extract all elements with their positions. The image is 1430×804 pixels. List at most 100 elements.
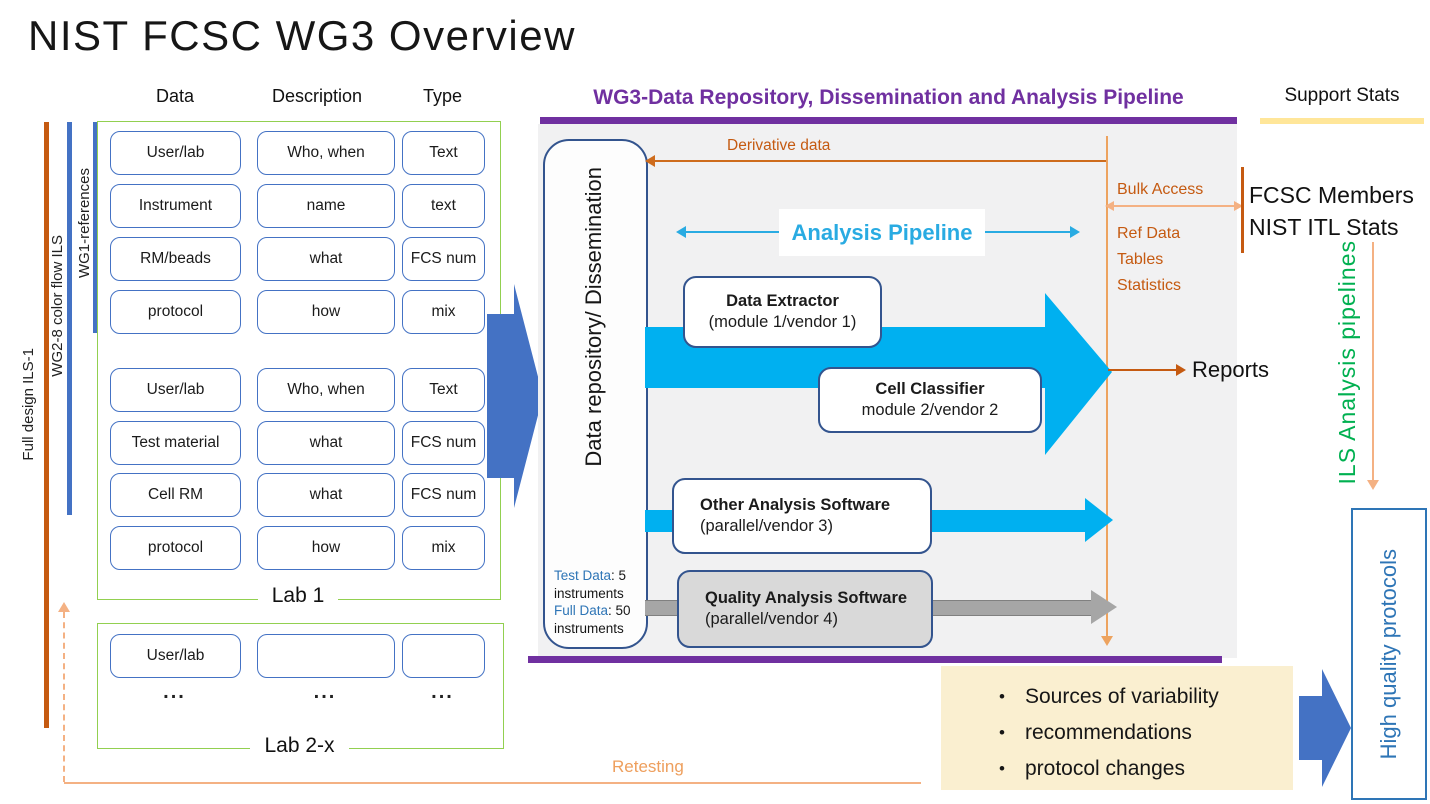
- bullet-icon: •: [999, 759, 1005, 778]
- table-cell: name: [257, 184, 395, 228]
- ref-data-line: Ref Data: [1117, 225, 1181, 242]
- lab2-label: Lab 2-x: [250, 734, 349, 758]
- table-cell: text: [402, 184, 485, 228]
- ils-pipelines-label: ILS Analysis pipelines: [1334, 240, 1360, 485]
- analysis-pipeline-label: Analysis Pipeline: [779, 209, 985, 256]
- outcome-text: Sources of variability: [1025, 685, 1219, 708]
- rail-wg2-line: [67, 122, 72, 515]
- other-software-sub: (parallel/vendor 3): [700, 517, 833, 535]
- analysis-right-arrowhead-icon: [1070, 226, 1080, 238]
- bulk-access-label: Bulk Access: [1117, 181, 1204, 198]
- ellipsis: ...: [431, 681, 454, 703]
- table-cell: FCS num: [402, 473, 485, 517]
- test-data-value: : 5 instruments: [554, 567, 627, 601]
- collector-line: [1106, 136, 1108, 638]
- retesting-label: Retesting: [612, 757, 684, 776]
- table-cell: mix: [402, 526, 485, 570]
- table-cell: User/lab: [110, 634, 241, 678]
- cell-classifier-sub: module 2/vendor 2: [861, 401, 999, 419]
- outcome-item: • recommendations: [941, 715, 1293, 751]
- table-cell: what: [257, 473, 395, 517]
- outcome-text: protocol changes: [1025, 757, 1185, 780]
- repository-box: Data repository/ Dissemination Test Data…: [543, 139, 648, 649]
- other-software-arrowhead-icon: [1085, 498, 1113, 542]
- bulk-access-line: [1112, 205, 1236, 207]
- members-left-rule: [1241, 167, 1244, 253]
- table-cell: what: [257, 237, 395, 281]
- support-stats-underline: [1260, 118, 1424, 124]
- repository-stats: Test Data: 5 instruments Full Data: 50 i…: [554, 567, 642, 638]
- quality-software-box: Quality Analysis Software (parallel/vend…: [677, 570, 933, 648]
- page-title: NIST FCSC WG3 Overview: [28, 12, 576, 59]
- lab2-label-wrap: Lab 2-x: [97, 734, 502, 758]
- support-stats-label: Support Stats: [1284, 85, 1400, 106]
- table-cell: [257, 634, 395, 678]
- pipeline-top-bar: [540, 117, 1237, 124]
- derivative-label: Derivative data: [727, 137, 831, 154]
- lab1-label: Lab 1: [257, 584, 339, 608]
- ref-data-line: Tables: [1117, 251, 1164, 268]
- table-cell: User/lab: [110, 131, 241, 175]
- labs-to-repository-arrow: [487, 284, 543, 508]
- lab1-label-wrap: Lab 1: [97, 584, 499, 608]
- pipeline-header: WG3-Data Repository, Dissemination and A…: [593, 86, 1184, 109]
- quality-software-title: Quality Analysis Software: [705, 588, 908, 607]
- ref-data-line: Statistics: [1117, 277, 1182, 294]
- quality-software-arrowhead-icon: [1091, 590, 1117, 624]
- table-cell: mix: [402, 290, 485, 334]
- high-quality-protocols-box: High quality protocols: [1351, 508, 1427, 800]
- derivative-line: [654, 160, 1107, 162]
- table-cell: how: [257, 526, 395, 570]
- reports-line: [1108, 369, 1178, 371]
- repository-title: Data repository/ Dissemination: [581, 167, 606, 467]
- bullet-icon: •: [999, 687, 1005, 706]
- table-cell: how: [257, 290, 395, 334]
- table-cell: Who, when: [257, 131, 395, 175]
- column-header-description: Description: [271, 86, 363, 106]
- outcome-text: recommendations: [1025, 721, 1192, 744]
- ils-down-arrowhead-icon: [1367, 480, 1379, 490]
- table-cell: Text: [402, 368, 485, 412]
- cell-classifier-box: Cell Classifier module 2/vendor 2: [818, 367, 1042, 433]
- ellipsis: ...: [313, 681, 337, 703]
- table-cell: Text: [402, 131, 485, 175]
- retesting-vertical-dashed-line: [63, 612, 65, 782]
- bulk-left-arrowhead-icon: [1105, 201, 1114, 211]
- data-extractor-box: Data Extractor (module 1/vendor 1): [683, 276, 882, 348]
- other-software-title: Other Analysis Software: [700, 495, 891, 514]
- rail-wg1-line: [93, 122, 98, 333]
- table-cell: protocol: [110, 290, 241, 334]
- reports-arrowhead-icon: [1176, 364, 1186, 376]
- table-cell: Test material: [110, 421, 241, 465]
- other-software-box: Other Analysis Software (parallel/vendor…: [672, 478, 932, 554]
- table-cell: Who, when: [257, 368, 395, 412]
- high-quality-protocols-label: High quality protocols: [1376, 548, 1401, 760]
- reports-label: Reports: [1192, 357, 1270, 382]
- outcomes-box: • Sources of variability • recommendatio…: [941, 666, 1293, 790]
- members-block: FCSC Members NIST ITL Stats: [1249, 179, 1414, 243]
- outcome-item: • Sources of variability: [941, 679, 1293, 715]
- bulk-right-arrowhead-icon: [1234, 201, 1243, 211]
- analysis-left-line: [684, 231, 780, 233]
- ils-down-line: [1372, 242, 1374, 482]
- members-line1: FCSC Members: [1249, 182, 1414, 208]
- column-header-data: Data: [155, 86, 195, 106]
- test-data-label: Test Data: [554, 567, 612, 583]
- derivative-arrowhead-icon: [645, 155, 655, 167]
- quality-software-sub: (parallel/vendor 4): [705, 610, 838, 628]
- rail-full-design-label: Full design ILS-1: [20, 348, 37, 461]
- table-cell: what: [257, 421, 395, 465]
- outcomes-to-protocols-arrow: [1299, 669, 1351, 787]
- analysis-left-arrowhead-icon: [676, 226, 686, 238]
- table-cell: FCS num: [402, 421, 485, 465]
- table-cell: [402, 634, 485, 678]
- retesting-up-arrowhead-icon: [58, 602, 70, 612]
- table-cell: protocol: [110, 526, 241, 570]
- table-cell: User/lab: [110, 368, 241, 412]
- retesting-horizontal-line: [64, 782, 921, 784]
- outcome-item: • protocol changes: [941, 751, 1293, 787]
- data-extractor-title: Data Extractor: [726, 291, 839, 310]
- bullet-icon: •: [999, 723, 1005, 742]
- analysis-right-line: [985, 231, 1072, 233]
